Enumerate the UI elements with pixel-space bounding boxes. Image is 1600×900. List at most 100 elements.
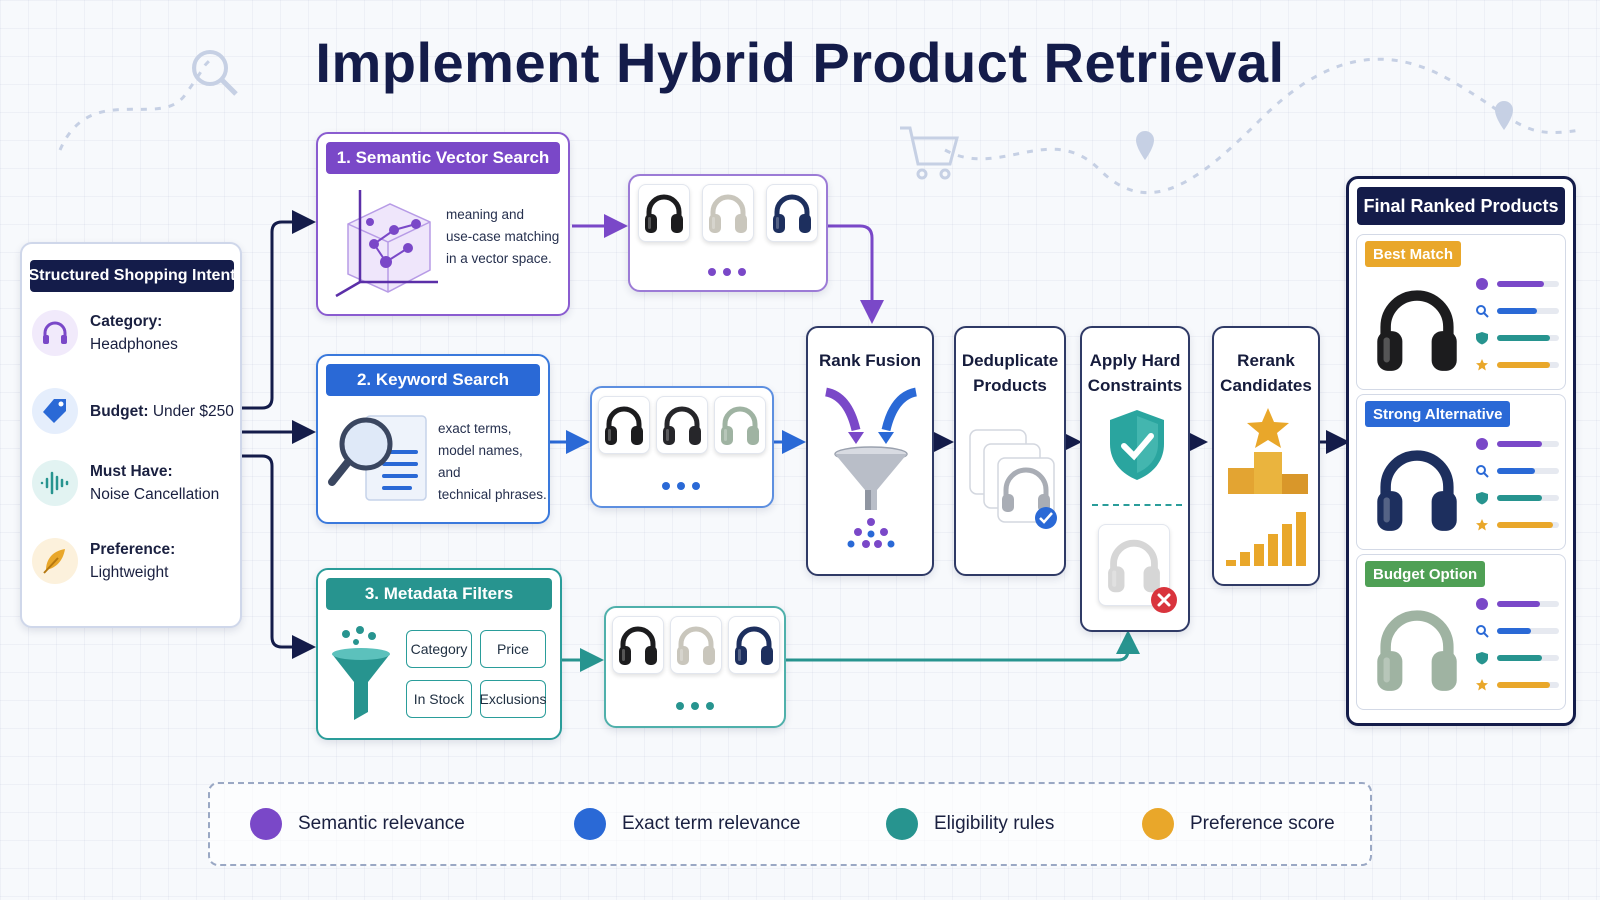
more-results-indicator [676,702,714,710]
score-row [1475,518,1559,532]
score-row [1475,651,1559,665]
score-bar [1497,655,1542,661]
cart-decoration-icon [900,126,959,180]
sound-wave-icon [32,460,78,506]
legend-item-preference: Preference score [1142,808,1335,840]
semantic-score-icon [1476,438,1488,450]
rerank-card: Rerank Candidates [1212,326,1320,586]
keyword-search-description: exact terms, model names, and technical … [438,418,548,506]
more-results-indicator [708,268,746,276]
score-bar [1497,335,1550,341]
rerank-title-line: Candidates [1220,376,1312,395]
hard-constraints-title-line: Constraints [1087,376,1183,395]
score-bar [1497,441,1542,447]
headphone-thumbnail [598,396,650,454]
score-bar [1497,522,1553,528]
headphones-icon [32,310,78,356]
legend: Semantic relevance Exact term relevance … [208,782,1372,866]
hard-constraints-title-line: Apply Hard [1089,351,1181,370]
product-rank-badge: Best Match [1365,241,1462,267]
price-tag-icon [32,388,78,434]
score-row [1475,624,1559,638]
filter-tag-category: Category [406,630,472,668]
shield-score-icon [1476,652,1488,665]
semantic-score-icon [1476,598,1488,610]
score-row [1475,331,1559,345]
legend-label: Preference score [1190,813,1335,834]
intent-budget-value: Under $250 [152,402,234,420]
reject-x-icon [1151,587,1177,613]
headphone-product-image [1377,290,1457,371]
keyword-desc-line: model names, and [438,443,523,480]
feather-icon [32,538,78,584]
score-bar [1497,468,1536,474]
legend-swatch [886,808,918,840]
hard-constraints-card: Apply Hard Constraints [1080,326,1190,632]
legend-item-semantic: Semantic relevance [250,808,465,840]
headphone-product-image [1377,450,1457,531]
intent-must-have-label: Must Have: [90,463,173,480]
headphone-thumbnail [714,396,766,454]
page-title: Implement Hybrid Product Retrieval [315,31,1285,94]
score-bar [1497,281,1544,287]
keyword-search-card: 2. Keyword Search exact terms, model nam… [316,354,550,524]
legend-label: Exact term relevance [622,813,801,834]
intent-preference-value: Lightweight [90,564,169,581]
duplicate-stack-icon [969,429,1057,529]
score-bar [1497,308,1538,314]
headphone-thumbnail [670,616,722,674]
metadata-filters-card: 3. Metadata Filters Category Price In St… [316,568,562,740]
score-row [1475,277,1559,291]
constraint-divider [1092,504,1182,506]
keyword-results-card [590,386,774,508]
pin-decoration-icon [1136,131,1154,160]
semantic-desc-line: in a vector space. [446,251,552,266]
rerank-title: Rerank Candidates [1214,348,1318,398]
shield-score-icon [1476,492,1488,505]
metadata-results-card [604,606,786,728]
score-row [1475,437,1559,451]
score-bar [1497,362,1550,368]
bar-growth-icon [1226,512,1306,566]
shield-check-icon [1110,410,1164,480]
score-bar [1497,601,1541,607]
semantic-search-description: meaning and use-case matching in a vecto… [446,204,559,270]
deduplicate-title-line: Deduplicate [961,351,1059,370]
magnifier-decoration-icon [192,50,228,86]
deduplicate-card: Deduplicate Products [954,326,1066,576]
intent-category-label: Category: [90,313,163,330]
score-row [1475,464,1559,478]
legend-swatch [1142,808,1174,840]
score-row [1475,491,1559,505]
shopping-intent-title: Structured Shopping Intent [28,260,236,292]
filter-tag-price: Price [480,630,546,668]
rank-fusion-card: Rank Fusion [806,326,934,576]
legend-item-exact-term: Exact term relevance [574,808,800,840]
legend-item-eligibility: Eligibility rules [886,808,1054,840]
intent-budget-label: Budget: [90,402,149,420]
legend-swatch [250,808,282,840]
semantic-search-card: 1. Semantic Vector Search meaning and us… [316,132,570,316]
more-results-indicator [662,482,700,490]
star-score-icon [1476,359,1488,371]
legend-swatch [574,808,606,840]
score-row [1475,678,1559,692]
search-score-icon [1476,625,1489,638]
podium-star-icon [1228,408,1308,494]
headphone-thumbnail [766,184,818,242]
keyword-search-title: 2. Keyword Search [326,364,540,396]
vector-space-cube-icon [335,190,438,298]
headphone-thumbnail [638,184,690,242]
pin-decoration-icon [1495,101,1513,130]
filter-tag-in-stock: In Stock [406,680,472,718]
headphone-thumbnail [728,616,780,674]
shopping-intent-card: Structured Shopping Intent Category: Hea… [20,242,242,628]
final-product-card: Best Match [1356,234,1566,390]
product-rank-badge: Strong Alternative [1365,401,1511,427]
intent-category-value: Headphones [90,336,178,353]
filter-funnel-icon [332,626,390,720]
semantic-score-icon [1476,278,1488,290]
intent-item-category: Category: Headphones [32,310,240,356]
final-ranked-title: Final Ranked Products [1357,187,1565,225]
